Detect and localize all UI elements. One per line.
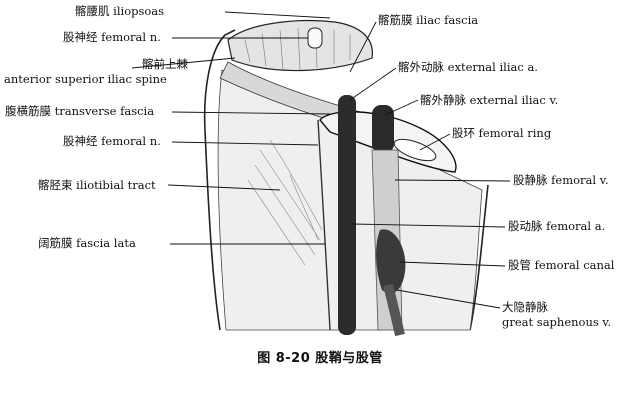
label-iliac-fascia: 髂筋膜 iliac fascia [378, 13, 479, 27]
label-gsv-en: great saphenous v. [502, 315, 612, 329]
figure-caption: 图 8-20 股鞘与股管 [257, 351, 383, 366]
great-saphenous-vein [383, 283, 405, 337]
label-iliopsoas: 髂腰肌 iliopsoas [75, 4, 165, 18]
label-fascia-lata: 阔筋膜 fascia lata [38, 236, 136, 250]
label-asis-cn: 髂前上棘 [142, 57, 188, 71]
label-femoral-ring: 股环 femoral ring [452, 126, 552, 140]
thigh-outline [203, 29, 236, 331]
femoral-canal [376, 229, 406, 294]
label-femoral-artery: 股动脉 femoral a. [508, 219, 606, 233]
thigh-outline-right [469, 184, 489, 331]
label-asis-en: anterior superior iliac spine [4, 72, 167, 86]
femoral-nerve-stump [307, 27, 323, 49]
label-iliotibial-tract: 髂胫束 iliotibial tract [38, 178, 156, 192]
label-gsv-cn: 大隐静脉 [502, 300, 548, 314]
label-external-iliac-vein: 髂外静脉 external iliac v. [420, 93, 559, 107]
label-femoral-nerve-mid: 股神经 femoral n. [63, 134, 161, 148]
label-femoral-vein: 股静脉 femoral v. [513, 173, 609, 187]
femoral-ring-mark [393, 138, 437, 162]
label-femoral-nerve-top: 股神经 femoral n. [63, 30, 161, 44]
external-iliac-artery [338, 95, 356, 335]
femoral-nerve [317, 119, 331, 331]
label-external-iliac-artery: 髂外动脉 external iliac a. [398, 60, 538, 74]
leader-lines [131, 11, 511, 309]
external-iliac-vein [372, 105, 394, 153]
label-femoral-canal: 股管 femoral canal [508, 258, 615, 272]
iliopsoas-muscle [227, 20, 373, 72]
label-transverse-fascia: 腹横筋膜 transverse fascia [5, 104, 155, 118]
